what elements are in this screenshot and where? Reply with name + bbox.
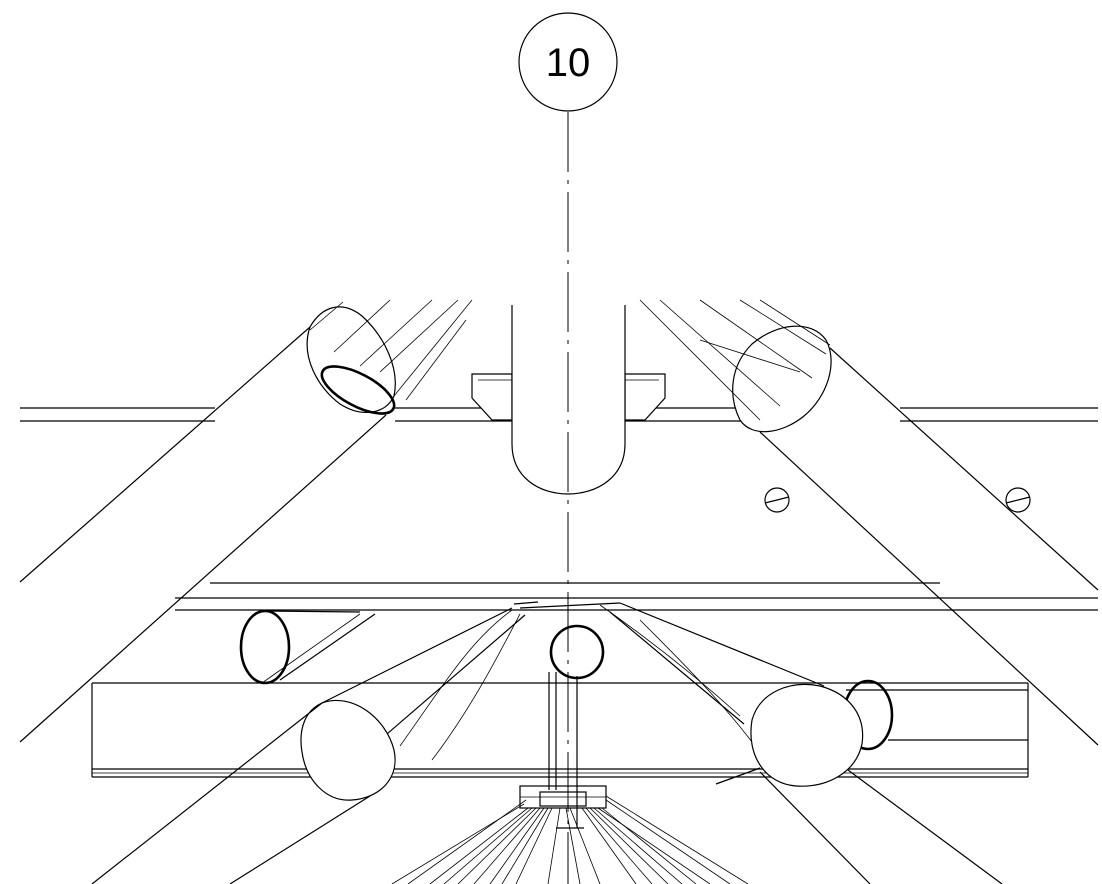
diagonal-tube-lower-right — [599, 602, 1003, 884]
diagonal-tube-upper-left — [19, 299, 473, 743]
bolt-hole-left — [764, 487, 790, 513]
cable-fan — [391, 785, 749, 884]
diagonal-tube-lower-left — [91, 601, 621, 884]
lower-horizontal-tube-left — [239, 609, 376, 685]
lower-horizontal-tube-right — [842, 679, 1028, 751]
diagonal-tube-upper-right — [639, 299, 1099, 746]
lower-chord-plate — [91, 582, 1098, 778]
grid-bubble-label: 10 — [546, 41, 591, 85]
grid-bubble: 10 — [518, 12, 618, 112]
bolt-hole-right — [1005, 487, 1031, 513]
gusset-bracket — [471, 373, 666, 421]
vertical-post — [548, 624, 605, 829]
